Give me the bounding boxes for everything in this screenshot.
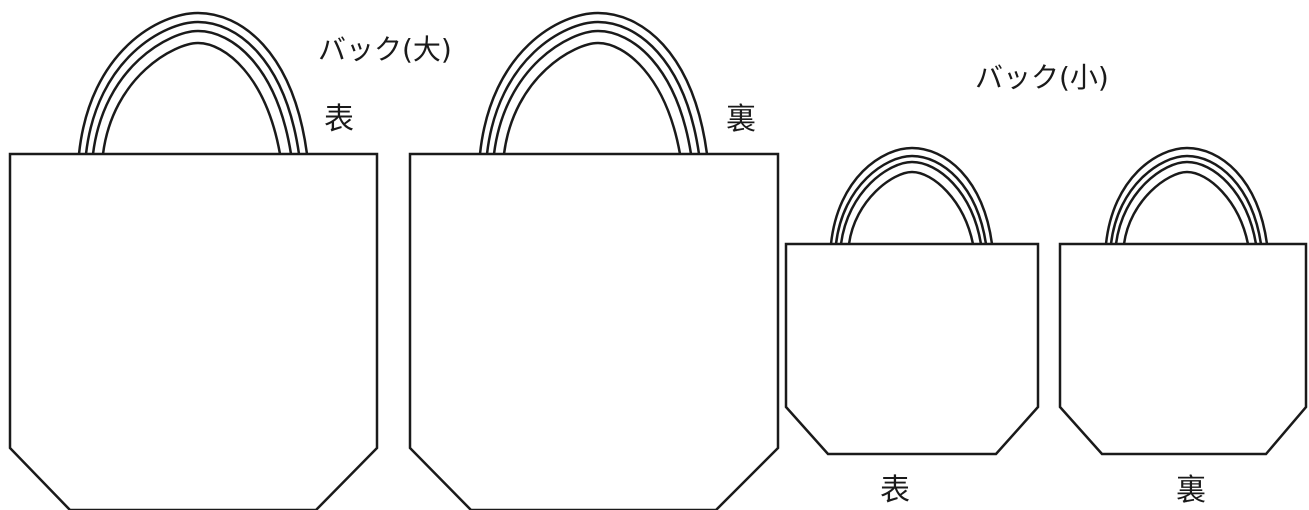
large-bag-back-body xyxy=(408,152,780,510)
small-bag-back-handle xyxy=(1104,146,1269,245)
small-bag-back xyxy=(1058,146,1308,456)
large-bag-back-label: 裏 xyxy=(726,102,756,137)
large-bag-front-body xyxy=(8,152,379,510)
large-bag-front-label: 表 xyxy=(324,102,354,137)
small-bag-back-body xyxy=(1058,242,1308,456)
small-bag-front xyxy=(784,146,1040,456)
large-bag-title: バック(大) xyxy=(318,33,452,66)
small-bag-back-label: 裏 xyxy=(1176,473,1206,508)
small-bag-front-label: 表 xyxy=(880,473,910,508)
large-bag-back-handle xyxy=(478,11,709,155)
large-bag-back xyxy=(408,11,780,510)
small-bag-title: バック(小) xyxy=(975,61,1109,94)
large-bag-front xyxy=(8,11,379,510)
small-bag-front-handle xyxy=(829,146,994,245)
small-bag-front-body xyxy=(784,242,1040,456)
large-bag-front-handle xyxy=(77,11,309,155)
